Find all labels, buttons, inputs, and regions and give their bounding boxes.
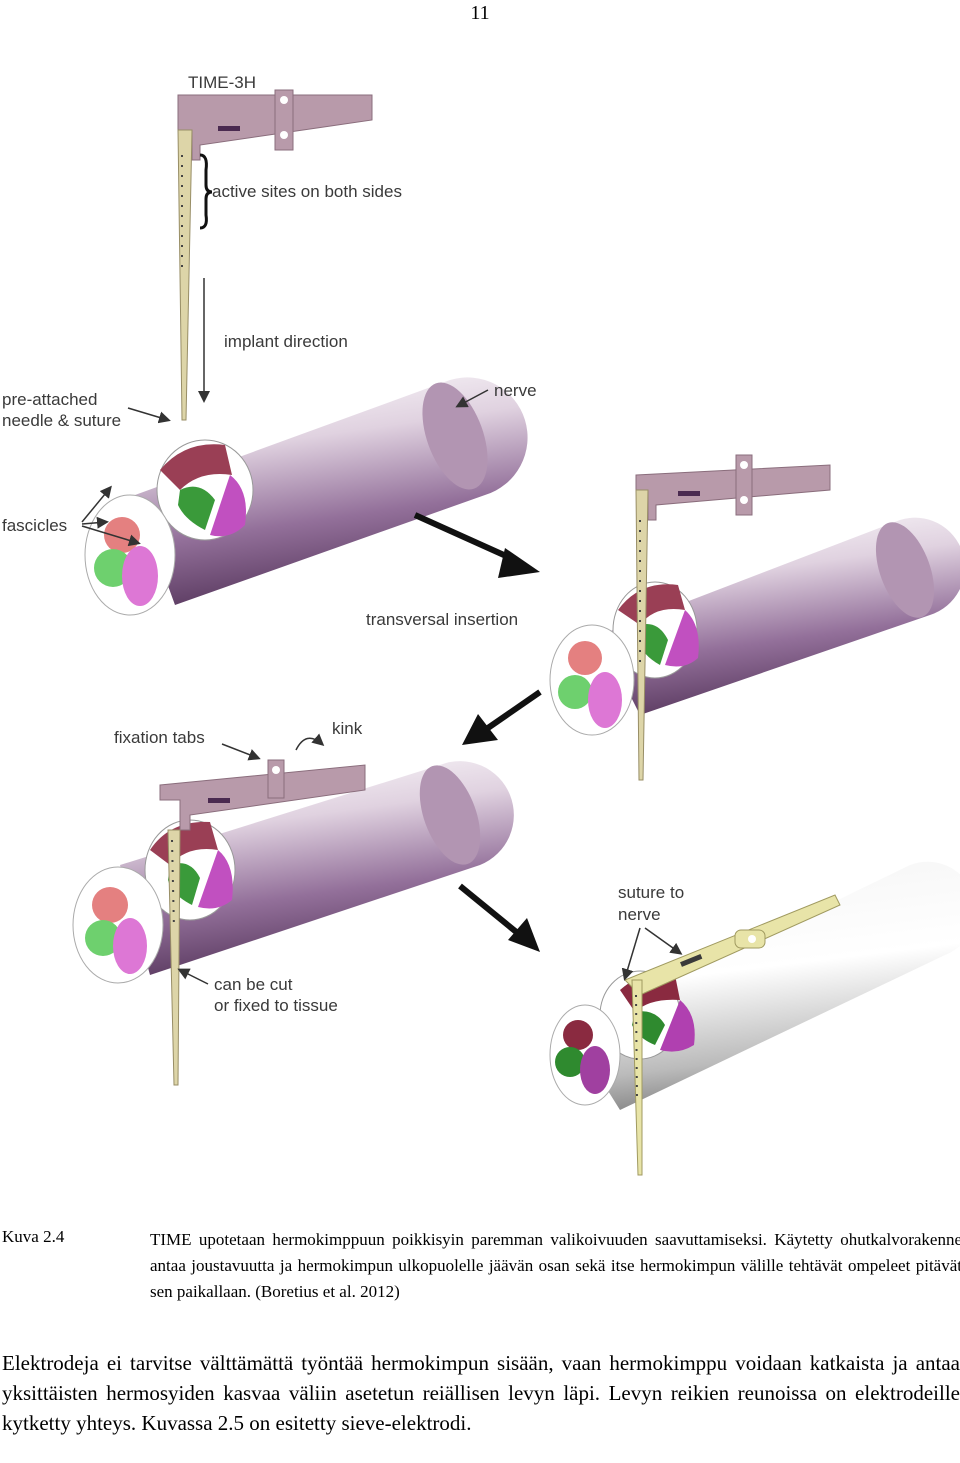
fixation-tabs-pointer	[221, 743, 261, 761]
transition-arrow-1	[413, 512, 540, 578]
electrode-1	[177, 89, 373, 421]
label-can-be-cut-1: can be cut	[214, 975, 293, 994]
electrode-3	[159, 759, 366, 1086]
nerve-pointer	[455, 389, 489, 408]
electrode-2	[635, 454, 831, 781]
transition-arrow-3	[458, 883, 540, 952]
page-number: 11	[470, 2, 490, 24]
fascicles-pointers	[81, 485, 141, 547]
label-transversal-insertion: transversal insertion	[366, 610, 518, 629]
electrode-4	[624, 894, 841, 1176]
nerve-3	[72, 761, 514, 984]
label-time-3h: TIME-3H	[188, 73, 256, 92]
label-can-be-cut-2: or fixed to tissue	[214, 996, 338, 1015]
nerve-1	[84, 377, 528, 616]
transition-arrow-2	[462, 689, 542, 745]
label-kink: kink	[332, 719, 363, 738]
caption-label: Kuva 2.4	[2, 1227, 65, 1246]
can-be-cut-pointer	[177, 968, 209, 985]
label-pre-attached-2: needle & suture	[2, 411, 121, 430]
label-suture-to-1: suture to	[618, 883, 684, 902]
label-suture-to-2: nerve	[618, 905, 661, 924]
active-sites-brace	[199, 153, 213, 230]
label-nerve: nerve	[494, 381, 537, 400]
time-electrode-figure: TIME-3H active sites on both sides impla…	[2, 73, 960, 1176]
kink-arrow	[295, 733, 325, 751]
body-paragraph: Elektrodeja ei tarvitse välttämättä työn…	[2, 1351, 960, 1435]
nerve-2	[549, 517, 960, 736]
suture-pointers	[621, 927, 683, 981]
label-fascicles: fascicles	[2, 516, 67, 535]
pre-attached-pointer	[127, 407, 171, 424]
label-implant-direction: implant direction	[224, 332, 348, 351]
nerve-4	[549, 861, 960, 1110]
label-pre-attached-1: pre-attached	[2, 390, 97, 409]
caption-text: TIME upotetaan hermokimppuun poikkisyin …	[150, 1230, 960, 1301]
label-fixation-tabs: fixation tabs	[114, 728, 205, 747]
label-active-sites: active sites on both sides	[212, 182, 402, 201]
